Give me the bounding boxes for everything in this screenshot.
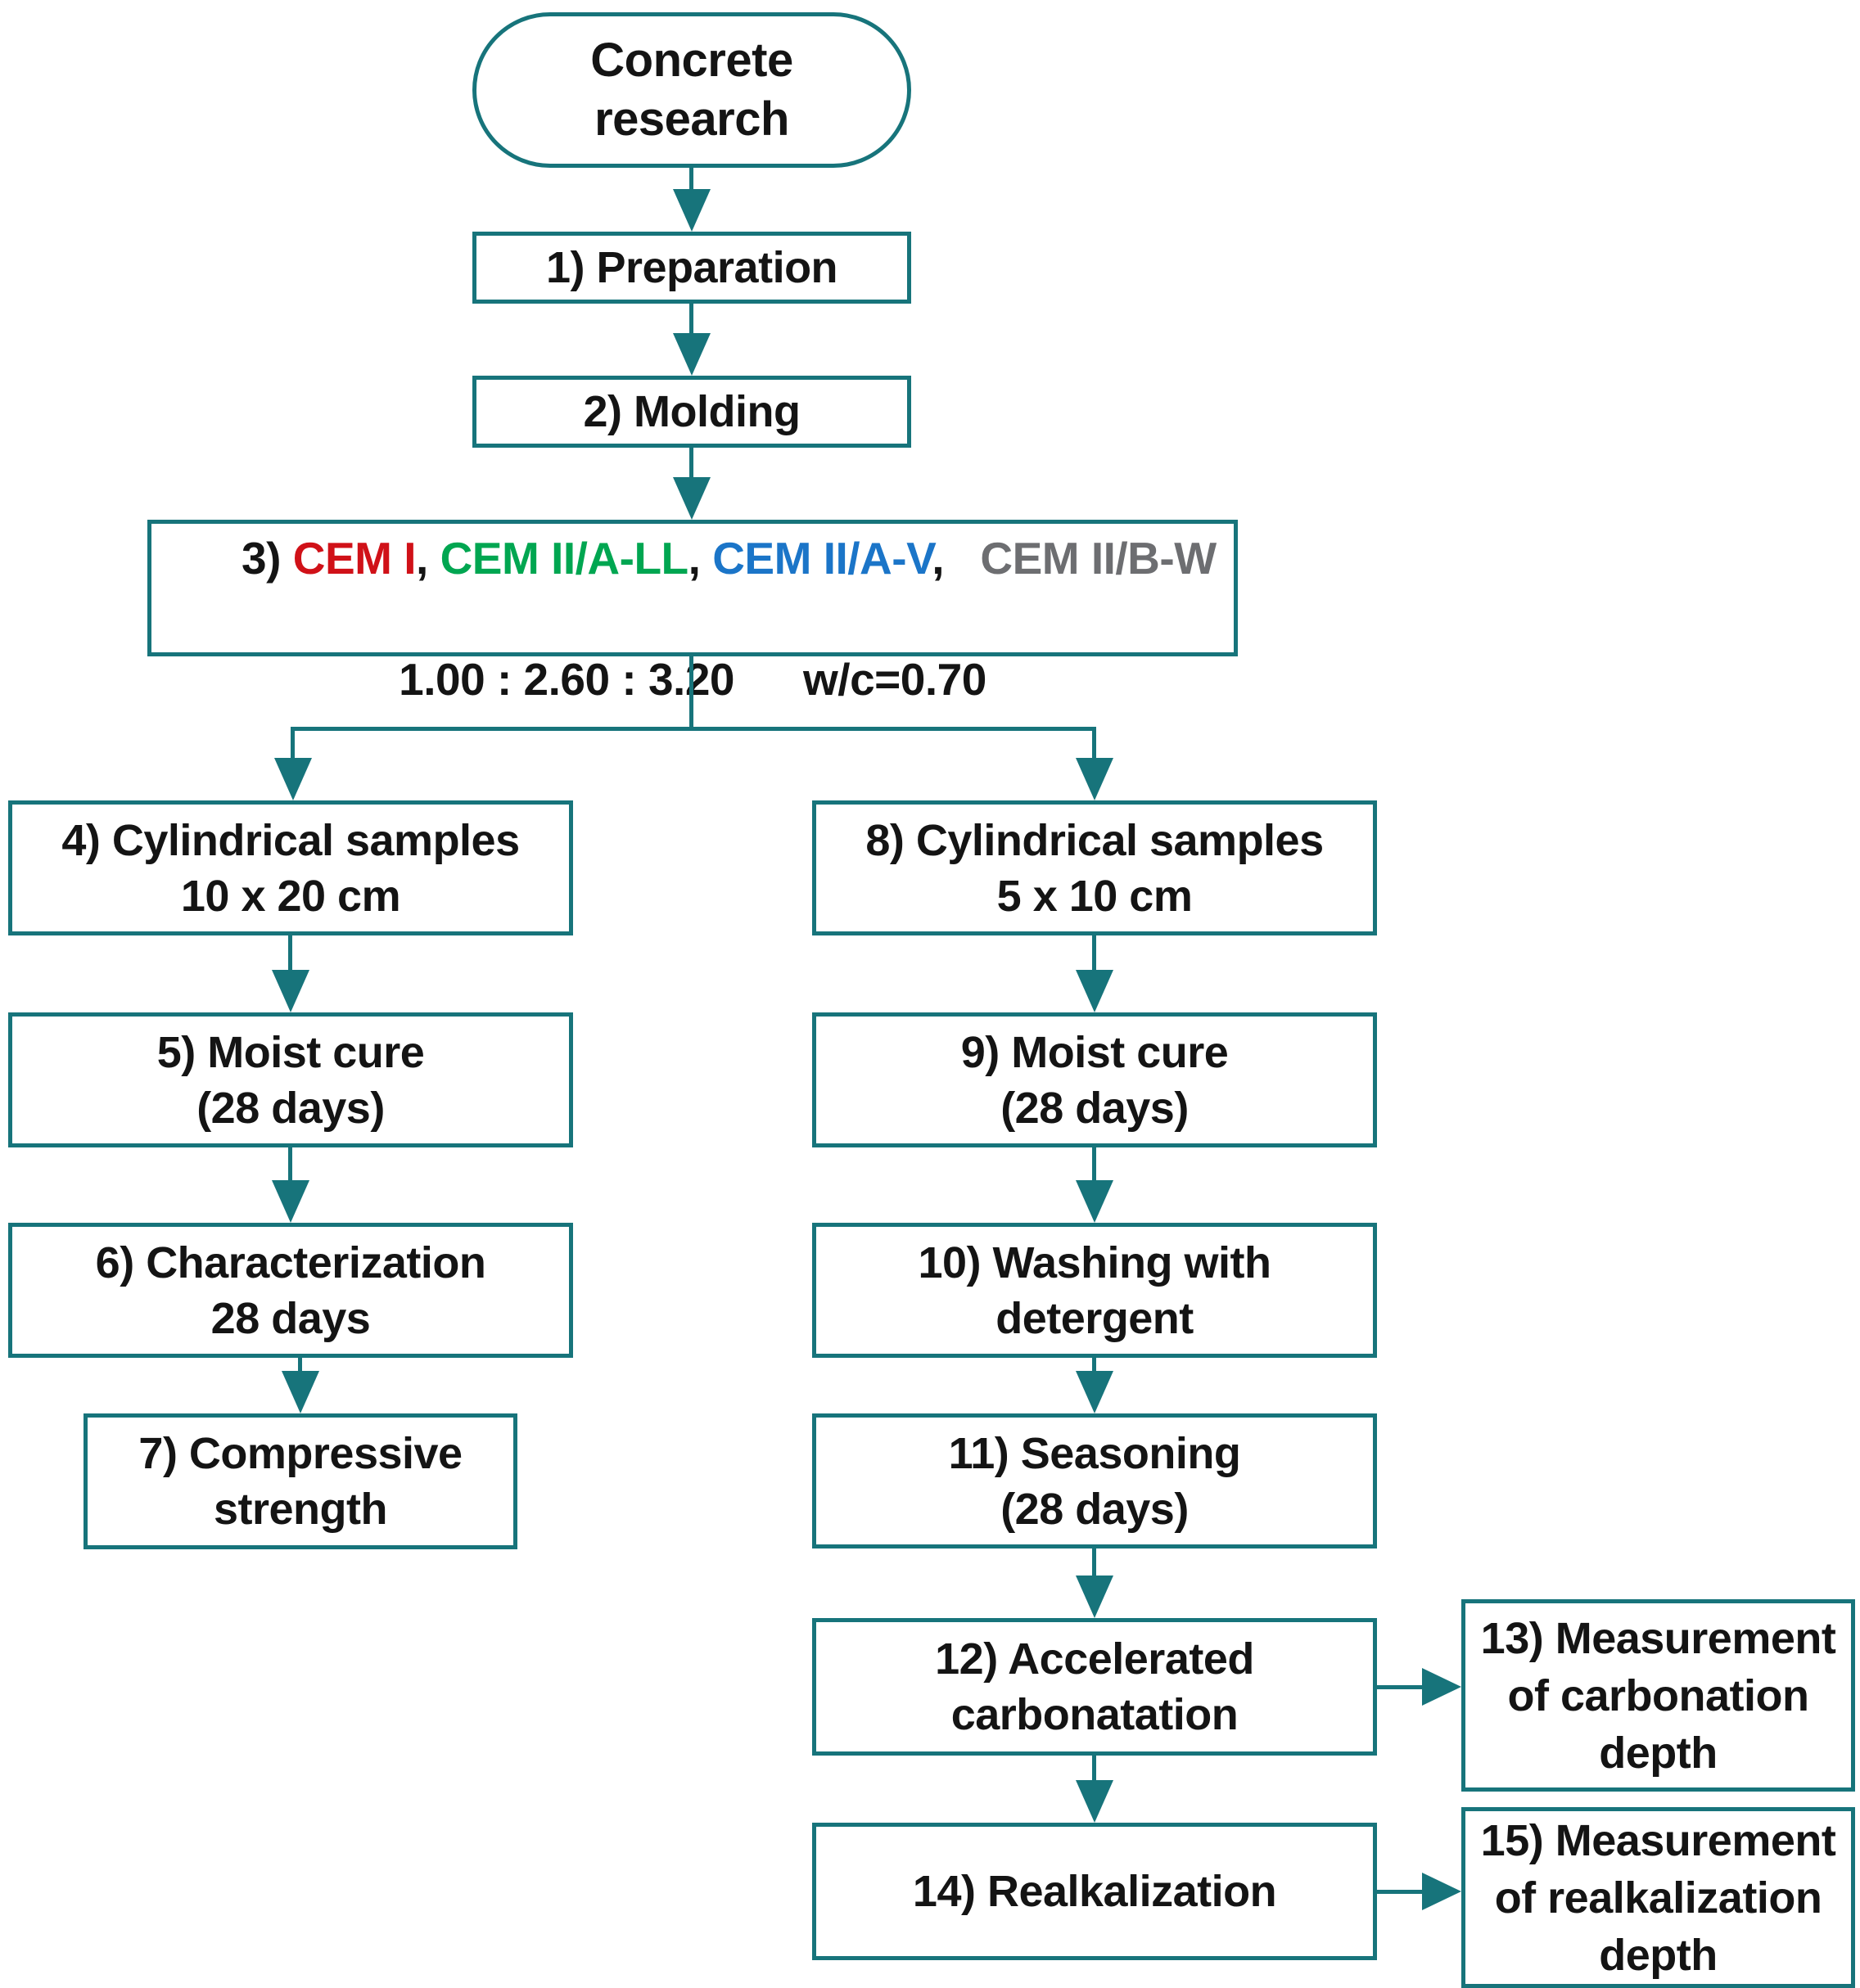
node-text-line: 1) Preparation bbox=[545, 243, 838, 292]
arrow-10-to-11-line bbox=[1092, 1358, 1096, 1373]
node-text-line: Concrete bbox=[590, 34, 793, 87]
node-8-cylindrical-samples-5x10: 8) Cylindrical samples 5 x 10 cm bbox=[812, 800, 1377, 935]
mix-ratio: 1.00 : 2.60 : 3.20 bbox=[399, 653, 735, 705]
node-text-line: (28 days) bbox=[1000, 1083, 1189, 1133]
arrow-10-to-11-head bbox=[1076, 1371, 1113, 1413]
arrow-8-to-9-head bbox=[1076, 970, 1113, 1012]
cement-cem-ii-a-ll: CEM II/A-LL bbox=[440, 532, 689, 584]
water-cement-ratio: w/c=0.70 bbox=[803, 653, 986, 705]
arrow-9-to-10-line bbox=[1092, 1147, 1096, 1182]
connector-3-stem bbox=[689, 656, 693, 728]
arrow-11-to-12-line bbox=[1092, 1548, 1096, 1577]
node-text-line: research bbox=[594, 92, 789, 146]
separator: , bbox=[416, 532, 440, 584]
arrow-6-to-7-line bbox=[298, 1358, 302, 1373]
node-text-line: (28 days) bbox=[1000, 1484, 1189, 1534]
arrow-2-to-3-line bbox=[689, 448, 693, 479]
node-text-line: (28 days) bbox=[196, 1083, 385, 1133]
arrow-8-to-9-line bbox=[1092, 935, 1096, 971]
arrow-2-to-3-head bbox=[673, 477, 711, 520]
arrow-14-to-15-line bbox=[1377, 1890, 1424, 1894]
node-text-line: of carbonation bbox=[1507, 1670, 1810, 1720]
arrow-1-to-2-head bbox=[673, 333, 711, 376]
arrow-12-to-14-line bbox=[1092, 1756, 1096, 1782]
node-text-line: 14) Realkalization bbox=[912, 1867, 1277, 1916]
node-12-accelerated-carbonatation: 12) Accelerated carbonatation bbox=[812, 1618, 1377, 1756]
arrow-12-to-13-head bbox=[1422, 1668, 1461, 1706]
node-text-line: depth bbox=[1599, 1930, 1718, 1980]
node-7-compressive-strength: 7) Compressive strength bbox=[84, 1413, 517, 1549]
cement-types-line: 3) CEM I, CEM II/A-LL, CEM II/A-V, CEM I… bbox=[169, 467, 1217, 649]
node-text-line: 8) Cylindrical samples bbox=[865, 815, 1324, 865]
node-text-line: 7) Compressive bbox=[138, 1429, 463, 1478]
arrow-5-to-6-line bbox=[288, 1147, 292, 1182]
connector-3-branch bbox=[291, 727, 1096, 731]
arrow-14-to-15-head bbox=[1422, 1873, 1461, 1910]
arrow-12-to-13-line bbox=[1377, 1685, 1424, 1689]
node-text-line: 4) Cylindrical samples bbox=[61, 815, 520, 865]
node-text-line: 10 x 20 cm bbox=[180, 871, 401, 921]
node-5-moist-cure: 5) Moist cure (28 days) bbox=[8, 1012, 573, 1147]
node-9-moist-cure: 9) Moist cure (28 days) bbox=[812, 1012, 1377, 1147]
cement-cem-i: CEM I bbox=[292, 532, 417, 584]
node-text-line: strength bbox=[214, 1485, 388, 1534]
mix-ratio-line: 1.00 : 2.60 : 3.20 w/c=0.70 bbox=[399, 649, 986, 710]
arrow-11-to-12-head bbox=[1076, 1576, 1113, 1618]
arrow-1-to-2-line bbox=[689, 304, 693, 335]
separator: , bbox=[688, 532, 713, 584]
node-6-characterization: 6) Characterization 28 days bbox=[8, 1223, 573, 1358]
cement-label-prefix: 3) bbox=[242, 532, 293, 584]
arrow-4-to-5-head bbox=[272, 970, 309, 1012]
node-text-line: 2) Molding bbox=[583, 387, 801, 436]
node-text-line: detergent bbox=[995, 1293, 1194, 1343]
cement-cem-ii-a-v: CEM II/A-V bbox=[712, 532, 932, 584]
cement-cem-ii-b-w: CEM II/B-W bbox=[980, 532, 1217, 584]
arrow-6-to-7-head bbox=[282, 1371, 319, 1413]
node-text-line: 28 days bbox=[210, 1293, 371, 1343]
arrow-5-to-6-head bbox=[272, 1180, 309, 1223]
arrow-3-to-8-line bbox=[1092, 727, 1096, 760]
node-13-measurement-carbonation-depth: 13) Measurement of carbonation depth bbox=[1461, 1599, 1855, 1792]
separator: , bbox=[932, 532, 981, 584]
node-3-cement-types: 3) CEM I, CEM II/A-LL, CEM II/A-V, CEM I… bbox=[147, 520, 1238, 705]
node-11-seasoning: 11) Seasoning (28 days) bbox=[812, 1413, 1377, 1548]
node-text-line: 5 x 10 cm bbox=[996, 871, 1193, 921]
arrow-4-to-5-line bbox=[288, 935, 292, 971]
node-text-line: 11) Seasoning bbox=[948, 1428, 1241, 1478]
node-text-line: carbonatation bbox=[950, 1690, 1239, 1739]
node-14-realkalization: 14) Realkalization bbox=[812, 1823, 1377, 1960]
node-text-line: 12) Accelerated bbox=[935, 1634, 1254, 1684]
node-2-molding: 2) Molding bbox=[472, 376, 911, 448]
node-text-line: 9) Moist cure bbox=[960, 1027, 1229, 1077]
arrow-start-to-1-line bbox=[689, 168, 693, 191]
node-concrete-research: Concrete research bbox=[472, 12, 911, 168]
node-text-line: 6) Characterization bbox=[95, 1237, 486, 1287]
arrow-12-to-14-head bbox=[1076, 1780, 1113, 1823]
node-4-cylindrical-samples-10x20: 4) Cylindrical samples 10 x 20 cm bbox=[8, 800, 573, 935]
arrow-3-to-4-head bbox=[274, 758, 312, 800]
arrow-3-to-4-line bbox=[291, 727, 295, 760]
node-text-line: 5) Moist cure bbox=[156, 1027, 425, 1077]
arrow-9-to-10-head bbox=[1076, 1180, 1113, 1223]
node-text-line: of realkalization bbox=[1494, 1873, 1822, 1923]
arrow-3-to-8-head bbox=[1076, 758, 1113, 800]
node-10-washing-with-detergent: 10) Washing with detergent bbox=[812, 1223, 1377, 1358]
node-1-preparation: 1) Preparation bbox=[472, 232, 911, 304]
node-text-line: 13) Measurement bbox=[1480, 1613, 1836, 1663]
node-15-measurement-realkalization-depth: 15) Measurement of realkalization depth bbox=[1461, 1807, 1855, 1988]
node-text-line: 10) Washing with bbox=[918, 1237, 1271, 1287]
arrow-start-to-1-head bbox=[673, 189, 711, 232]
node-text-line: depth bbox=[1599, 1728, 1718, 1778]
node-text-line: 15) Measurement bbox=[1480, 1815, 1836, 1865]
